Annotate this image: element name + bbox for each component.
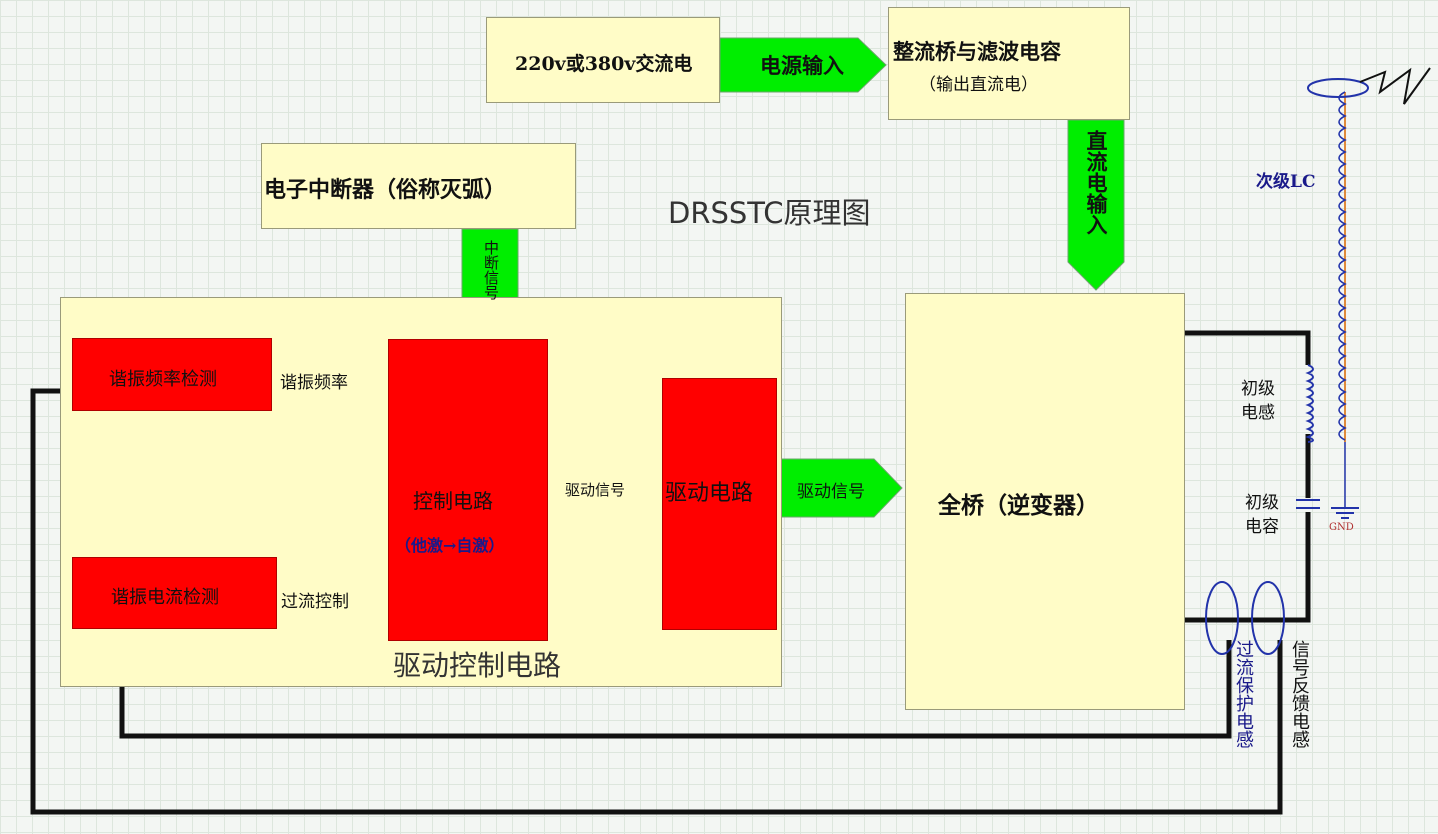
- control-circuit-sublabel: （他激→自激）: [395, 536, 505, 555]
- spark: [1359, 67, 1431, 105]
- feedback-ct-loop: [1251, 581, 1285, 655]
- control-circuit-block: 控制电路 （他激→自激）: [388, 339, 548, 641]
- full-bridge-label: 全桥（逆变器）: [938, 492, 1099, 519]
- control-circuit-label: 控制电路: [413, 489, 493, 513]
- drive-control-area-label: 驱动控制电路: [393, 649, 562, 682]
- diagram-title: DRSSTC原理图: [668, 196, 871, 230]
- gnd-label: GND: [1329, 522, 1354, 533]
- rectifier-block: 整流桥与滤波电容 （输出直流电）: [888, 7, 1130, 120]
- primary-inductor-label-2: 电感: [1241, 403, 1275, 423]
- secondary-coil: [1338, 91, 1347, 441]
- secondary-lc-label: 次级LC: [1256, 172, 1316, 192]
- arrow-power-input-shape: [719, 37, 887, 93]
- primary-inductor-label-1: 初级: [1241, 379, 1275, 399]
- toroid: [1307, 78, 1369, 98]
- arrow-dc-input-label: 直流电输入: [1084, 130, 1109, 235]
- primary-capacitor-label-2: 电容: [1245, 517, 1279, 537]
- drive-circuit-label: 驱动电路: [665, 481, 754, 506]
- interrupter-block: 电子中断器（俗称灭弧）: [261, 143, 576, 229]
- drive-circuit-block: 驱动电路: [662, 378, 777, 630]
- rectifier-subtitle: （输出直流电）: [919, 75, 1038, 95]
- resonant-freq-detect-label: 谐振频率检测: [109, 369, 217, 390]
- overcurrent-inductor-label: 过流保护电感: [1233, 640, 1254, 748]
- rectifier-title: 整流桥与滤波电容: [893, 39, 1061, 64]
- arrow-power-input-label: 电源输入: [760, 53, 844, 78]
- feedback-inductor-label: 信号反馈电感: [1289, 640, 1310, 748]
- resonant-current-detect-block: 谐振电流检测: [72, 557, 277, 629]
- arrow-resonant-freq-label: 谐振频率: [280, 373, 348, 393]
- primary-inductor-coil: [1305, 364, 1314, 443]
- arrow-overcurrent-label: 过流控制: [281, 592, 349, 612]
- full-bridge-block: 全桥（逆变器）: [905, 293, 1185, 710]
- overcurrent-ct-loop: [1205, 581, 1239, 655]
- ac-source-block: 220v或380v交流电: [486, 17, 720, 103]
- feedback-wire: [30, 388, 1283, 815]
- arrow-dc-input-shape: [1067, 119, 1125, 291]
- resonant-current-detect-label: 谐振电流检测: [111, 587, 219, 608]
- arrow-drive-2-label: 驱动信号: [797, 482, 865, 502]
- arrow-interrupt-label: 中断信号: [482, 240, 500, 300]
- primary-bottom-wire: [1185, 512, 1311, 623]
- primary-top-wire: [1185, 330, 1311, 365]
- ac-source-label: 220v或380v交流电: [515, 53, 693, 75]
- interrupter-label: 电子中断器（俗称灭弧）: [264, 177, 507, 203]
- primary-capacitor-label-1: 初级: [1245, 493, 1279, 513]
- arrow-drive-1-label: 驱动信号: [565, 481, 626, 499]
- resonant-freq-detect-block: 谐振频率检测: [72, 338, 272, 411]
